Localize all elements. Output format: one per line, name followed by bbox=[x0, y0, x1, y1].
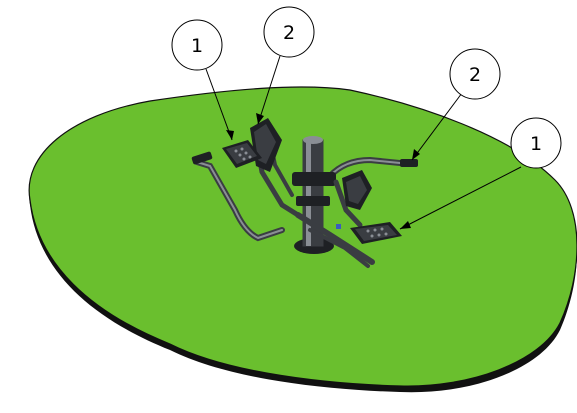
callout-2-right: 2 bbox=[449, 48, 501, 100]
center-hub bbox=[292, 172, 336, 186]
callout-label: 2 bbox=[469, 64, 481, 86]
arrowhead-2-left bbox=[256, 113, 264, 124]
arrowhead-2-right bbox=[412, 149, 420, 160]
lower-frame bbox=[295, 212, 375, 265]
callout-label: 1 bbox=[530, 133, 542, 155]
right-handle-grip bbox=[400, 159, 418, 167]
blue-accent bbox=[336, 224, 341, 229]
leader-line-1-left bbox=[205, 68, 233, 141]
arrowhead-1-left bbox=[226, 130, 234, 140]
callout-2-left: 2 bbox=[263, 6, 315, 58]
left-handle-grip bbox=[191, 151, 213, 165]
leader-line-2-right bbox=[411, 92, 463, 161]
leader-lines bbox=[205, 55, 522, 230]
leader-line-2-left bbox=[257, 55, 281, 125]
left-foot-pedal bbox=[222, 140, 262, 168]
callout-label: 2 bbox=[283, 22, 295, 44]
callout-1-left: 1 bbox=[171, 19, 223, 71]
arrowhead-1-right bbox=[400, 221, 411, 229]
right-swing-arm bbox=[333, 179, 363, 228]
fitness-equipment bbox=[191, 118, 418, 268]
leader-arrowheads bbox=[226, 113, 420, 229]
right-foot-pedal bbox=[350, 222, 402, 244]
callout-1-right: 1 bbox=[510, 117, 562, 169]
callout-label: 1 bbox=[191, 35, 203, 57]
leader-line-1-right bbox=[399, 166, 522, 230]
